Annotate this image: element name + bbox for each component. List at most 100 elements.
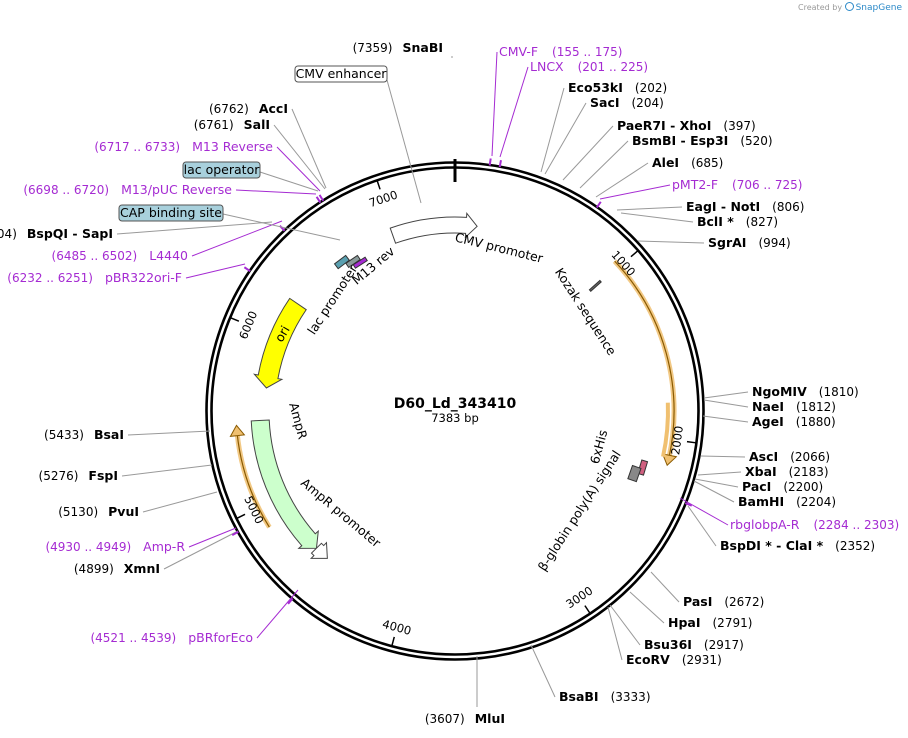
enzyme-label-15: BamHI(2204) [738,494,836,509]
enzyme-leader-17 [650,571,680,603]
tick-mark-2000 [686,440,697,444]
cmv-promoter-arrow [389,212,478,244]
enzyme-leader-27 [116,221,273,235]
enzyme-leader-13 [697,471,742,476]
enzyme-label-13: XbaI(2183) [745,464,829,479]
enzyme-label-21: BsaBI(3333) [559,689,651,704]
enzyme-leader-28 [273,124,326,190]
primer-label-1: LNCX (201 .. 225) [530,59,648,74]
credit-brand: SnapGene [855,3,902,13]
primer-label-4: (4521 .. 4539) pBRforEco [90,630,253,645]
backbone-ring [205,159,705,661]
primer-leader-7 [191,220,283,257]
enzyme-position: (6504) [0,227,17,241]
boxed-leader-1 [259,171,319,192]
enzyme-label-1: Eco53kI(202) [568,80,667,95]
enzyme-position: (827) [746,215,778,229]
orf-band-0 [612,259,677,459]
primer-range: (6232 .. 6251) [7,271,93,285]
primer-range: (6698 .. 6720) [23,183,109,197]
enzyme-name: AgeI [752,414,784,429]
ori-arrow [253,297,307,389]
enzyme-position: (7359) [353,41,393,55]
primer-leader-8 [235,189,317,195]
enzyme-label-2: SacI(204) [590,95,664,110]
enzyme-leader-12 [700,455,746,458]
enzyme-name: Eco53kI [568,80,623,95]
enzyme-name: SnaBI [402,40,443,55]
enzyme-label-11: AgeI (1880) [752,414,836,429]
tick-mark-3000 [584,605,591,614]
primer-label-8: (6698 .. 6720)M13/pUC Reverse [23,182,232,197]
primer-mark-5 [231,530,239,536]
primer-name: LNCX [530,59,564,74]
enzyme-name: SacI [590,95,620,110]
enzyme-position: (1880) [796,415,836,429]
orf-arrow-1 [229,424,246,437]
feature-label-0: CMV promoter [454,229,546,266]
enzyme-position: (2791) [713,616,753,630]
enzyme-label-22: (3607)MluI [425,711,505,726]
enzyme-leader-5 [595,162,649,198]
primer-leader-6 [185,263,246,279]
plasmid-name: D60_Ld_343410 [394,396,517,412]
plasmid-size: 7383 bp [431,411,479,425]
enzyme-leader-24 [142,491,218,513]
enzyme-name: PacI [742,479,771,494]
enzyme-leader-26 [127,430,211,436]
primer-range: (6485 .. 6502) [52,249,138,263]
boxed-feature-label-0: CMV enhancer [296,66,388,81]
boxed-leader-2 [222,213,341,241]
enzyme-label-4: BsmBI - Esp3I(520) [632,133,773,148]
enzyme-position: (2672) [724,595,764,609]
orf-band-line-1 [236,432,270,528]
enzyme-leader-19 [609,604,641,646]
enzyme-leader-7 [620,212,694,223]
enzyme-name: NgoMIV [752,384,807,399]
tick-mark-7000 [376,180,381,190]
primer-range: (706 .. 725) [732,178,802,192]
enzyme-name: SgrAI [708,235,746,250]
primer-name: Amp-R [143,539,185,554]
enzyme-leader-1 [540,87,565,173]
tick-mark-6000 [230,317,240,322]
enzyme-position: (5433) [44,428,84,442]
enzyme-name: AleI [652,155,679,170]
feature-label-3: β-globin poly(A) signal [535,448,624,574]
enzyme-position: (1810) [819,385,859,399]
tick-mark-4000 [391,636,395,646]
enzyme-leader-10 [703,399,749,408]
enzyme-name: EcoRV [626,652,670,667]
enzyme-name: MluI [475,711,505,726]
enzyme-label-7: BclI *(827) [697,214,778,229]
primer-label-5: (4930 .. 4949)Amp-R [45,539,185,554]
enzyme-name: AscI [749,449,778,464]
enzyme-label-20: EcoRV (2931) [626,652,722,667]
boxed-feature-box-1 [182,161,261,179]
enzyme-position: (994) [758,236,790,250]
primer-mark-3 [684,502,693,507]
enzyme-position: (2931) [682,653,722,667]
enzyme-label-19: Bsu36I(2917) [644,637,744,652]
enzyme-position: (5130) [58,505,98,519]
primer-mark-9 [318,194,325,202]
tick-label-2000: 2000 [668,425,686,456]
enzyme-name: AccI [259,101,288,116]
primer-range: (201 .. 225) [578,60,648,74]
enzyme-label-3: PaeR7I - XhoI(397) [617,118,756,133]
enzyme-label-12: AscI(2066) [749,449,830,464]
snapgene-credit: Created by SnapGene [798,2,902,13]
primer-mark-6 [243,266,251,273]
enzyme-leader-11 [702,415,749,423]
primer-range: (4521 .. 4539) [90,631,176,645]
primer-label-2: pMT2-F(706 .. 725) [672,177,802,192]
primer-name: pBRforEco [188,630,253,645]
enzyme-leader-20 [607,606,623,661]
enzyme-leader-25 [121,464,213,477]
enzyme-position: (520) [740,134,772,148]
tick-label-4000: 4000 [381,617,413,638]
enzyme-name: BamHI [738,494,784,509]
primer-mark-8 [315,196,322,204]
